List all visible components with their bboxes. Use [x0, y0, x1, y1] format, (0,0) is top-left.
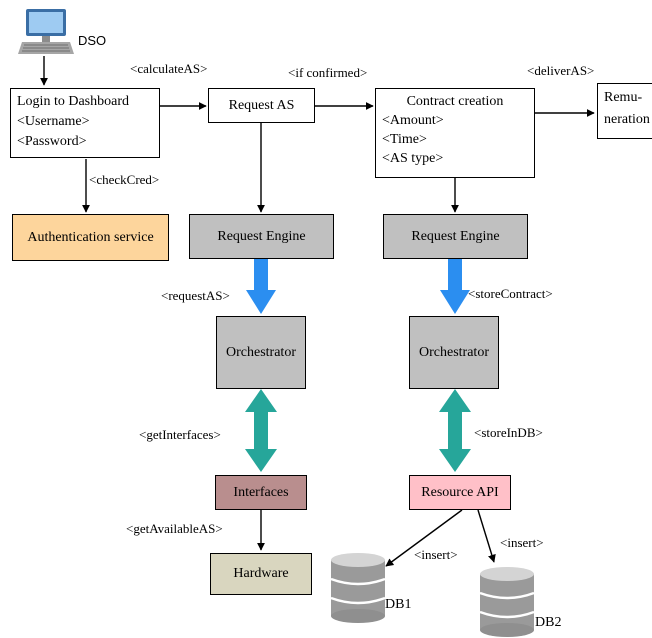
- edge-label-deliver-as: <deliverAS>: [527, 63, 595, 78]
- actor-label: DSO: [78, 33, 107, 48]
- edge-label-get-interfaces: <getInterfaces>: [139, 427, 221, 442]
- blue-arrow-right: [440, 259, 470, 314]
- database-icon: [330, 553, 386, 623]
- edge-api-db2: [477, 509, 496, 563]
- edge-label-request-as: <requestAS>: [161, 288, 230, 303]
- contract-creation-box: Contract creation <Amount> <Time> <AS ty…: [375, 88, 535, 178]
- teal-arrow-left: [245, 389, 277, 472]
- edge-label-store-contract: <storeContract>: [468, 286, 553, 301]
- teal-arrow-right: [439, 389, 471, 472]
- contract-amount-field: <Amount>: [382, 113, 444, 128]
- edge-label-calculate-as: <calculateAS>: [130, 61, 208, 76]
- edge-label-check-cred: <checkCred>: [89, 172, 160, 187]
- edge-label-insert-db1: <insert>: [414, 547, 458, 562]
- blue-arrow-left: [246, 259, 276, 314]
- request-engine-right-box: Request Engine: [383, 214, 528, 259]
- authentication-service-box: Authentication service: [12, 214, 169, 261]
- computer-icon: [18, 9, 74, 54]
- edge-label-if-confirmed: <if confirmed>: [288, 65, 368, 80]
- orchestrator-right-box: Orchestrator: [409, 316, 499, 389]
- orchestrator-left-box: Orchestrator: [216, 316, 306, 389]
- db1-label: DB1: [385, 597, 412, 612]
- remuneration-line-2: neration: [604, 112, 650, 127]
- db2-label: DB2: [535, 615, 562, 630]
- remuneration-line-1: Remu-: [604, 90, 643, 105]
- remuneration-box: Remu- neration: [597, 83, 652, 139]
- contract-as-type-field: <AS type>: [382, 151, 444, 166]
- login-box: Login to Dashboard <Username> <Password>: [10, 88, 160, 158]
- contract-title: Contract creation: [406, 94, 504, 109]
- login-password-field: <Password>: [17, 134, 87, 149]
- edge-label-insert-db2: <insert>: [500, 535, 544, 550]
- hardware-box: Hardware: [210, 553, 312, 595]
- edge-label-get-available-as: <getAvailableAS>: [126, 521, 223, 536]
- request-engine-left-box: Request Engine: [189, 214, 334, 259]
- interfaces-box: Interfaces: [215, 475, 307, 510]
- edge-label-store-in-db: <storeInDB>: [474, 425, 543, 440]
- contract-time-field: <Time>: [382, 132, 427, 147]
- login-title: Login to Dashboard: [17, 94, 129, 109]
- edge-api-db1: [385, 509, 463, 567]
- login-username-field: <Username>: [17, 114, 90, 129]
- resource-api-box: Resource API: [409, 475, 511, 510]
- database-icon: [479, 567, 535, 637]
- request-as-box: Request AS: [208, 88, 315, 123]
